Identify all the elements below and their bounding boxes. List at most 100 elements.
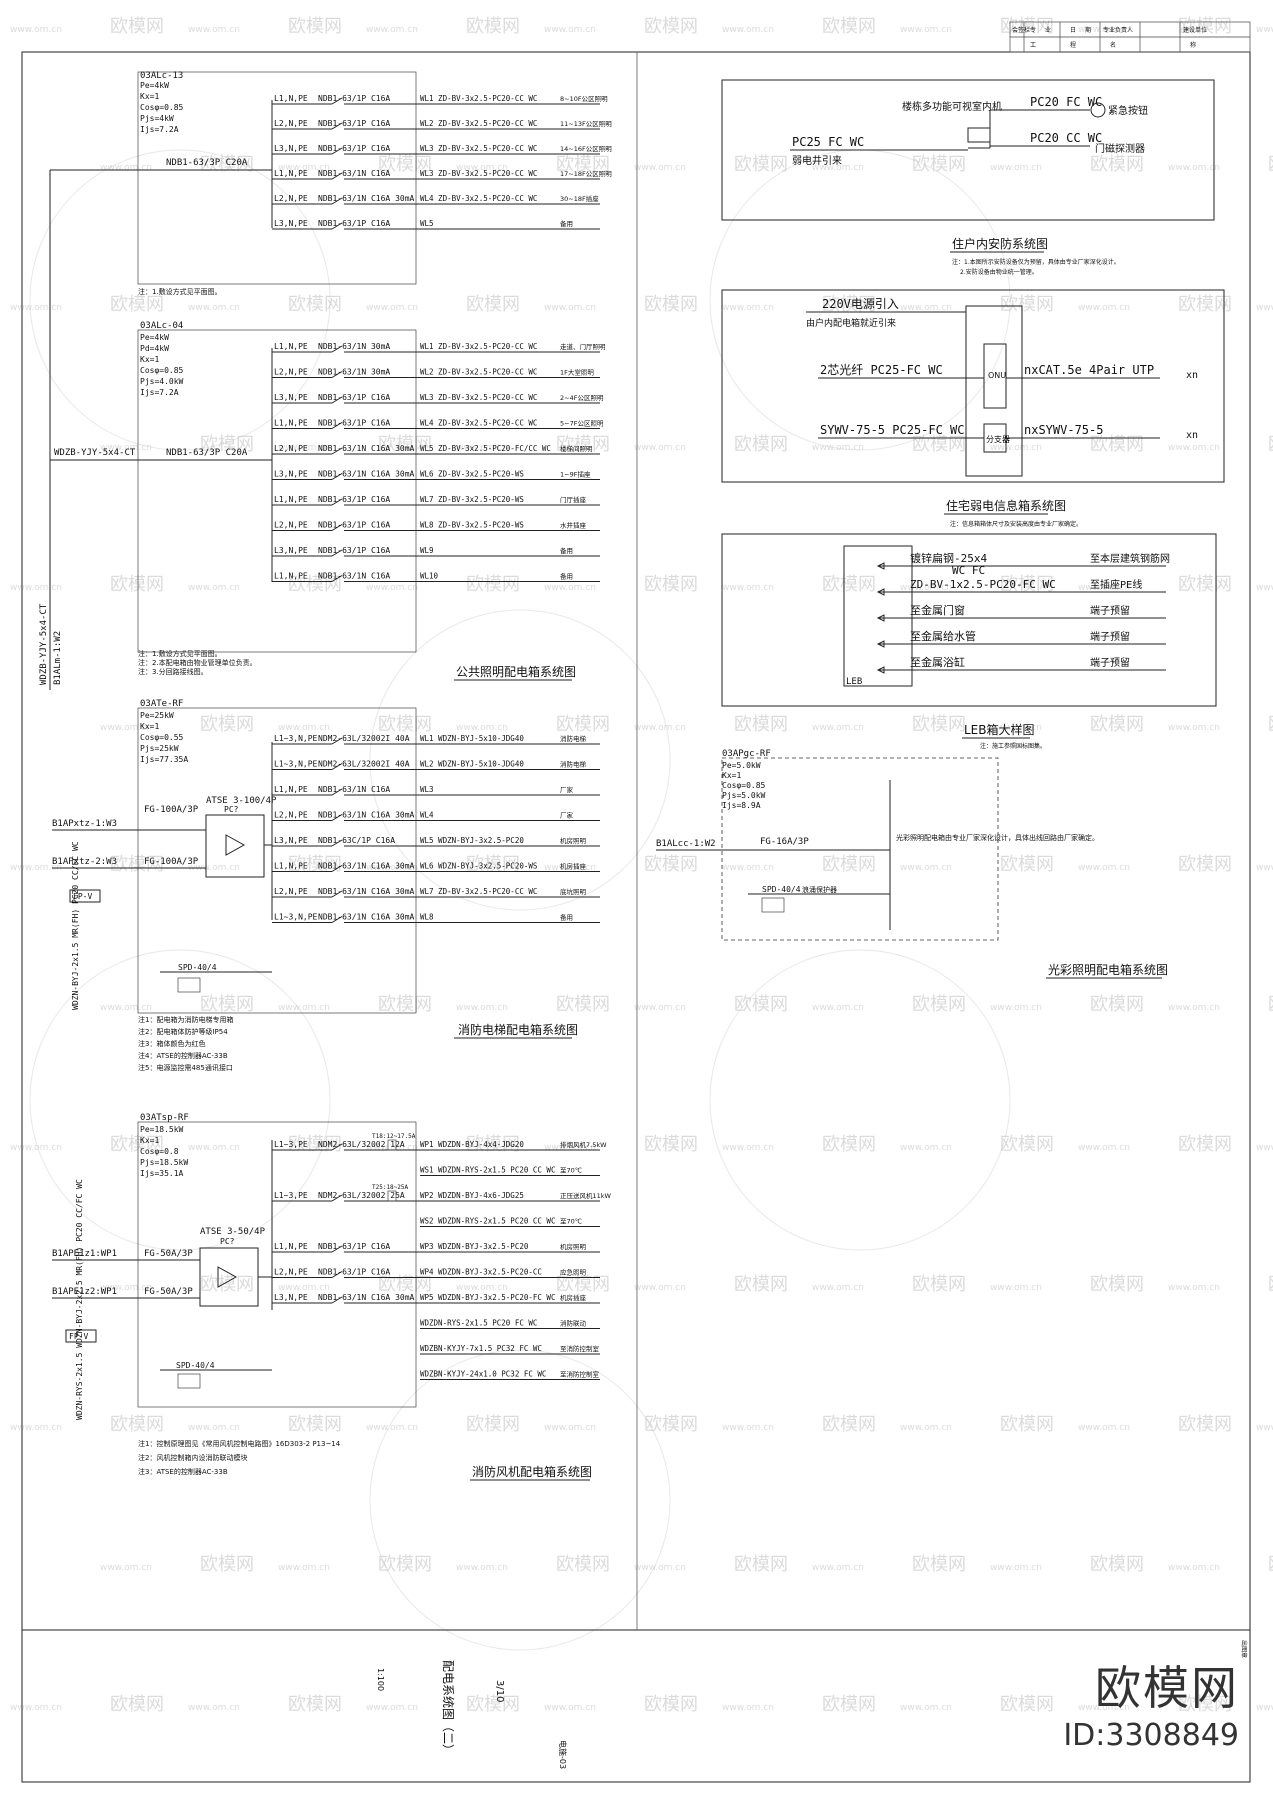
circuit-load: 17~18F公区照明 xyxy=(560,170,612,178)
panel-note: 注：3.分回路接线图。 xyxy=(138,667,208,676)
breaker-symbol xyxy=(331,371,343,378)
watermark-url: www.om.cn xyxy=(100,443,152,453)
circuit-feeder: WL7 ZD-BV-3x2.5-PC20-WS xyxy=(420,495,524,504)
circuit-breaker: NDB1-63/1N C16A xyxy=(318,572,390,581)
panel-param: Pjs=4.0kW xyxy=(140,377,184,386)
breaker-symbol xyxy=(331,197,343,205)
circuit-feeder: WP2 WDZDN-BYJ-4x6-JDG25 xyxy=(420,1191,524,1200)
circuit-phase: L2,N,PE xyxy=(274,368,308,377)
circuit-load: 消防电梯 xyxy=(560,734,587,743)
watermark-url: www.om.cn xyxy=(10,303,62,313)
cable-in: PC25 FC WC xyxy=(792,135,864,149)
watermark-text: 欧模网 xyxy=(1090,714,1144,735)
breaker-symbol xyxy=(331,763,343,770)
circuit-feeder: WL5 xyxy=(420,219,434,228)
watermark-url: www.om.cn xyxy=(188,1143,240,1153)
circuit-breaker: NDB1-63/1P C16A xyxy=(318,546,390,555)
watermark-url: www.om.cn xyxy=(1078,863,1130,873)
panel-note: 注1：配电箱为消防电梯专用箱 xyxy=(138,1015,233,1024)
panel-note: 注：2.本配电箱由物业管理单位负责。 xyxy=(138,658,257,667)
watermark-text: 欧模网 xyxy=(200,994,254,1015)
watermark-text: 欧模网 xyxy=(378,434,432,455)
watermark-text: 欧模网 xyxy=(1178,1694,1232,1715)
circuit-contactor: T25:18~25A xyxy=(372,1184,409,1191)
breaker-symbol xyxy=(331,122,343,130)
watermark-url: www.om.cn xyxy=(634,1003,686,1013)
line1-cable: 2芯光纤 PC25-FC WC xyxy=(820,363,943,377)
watermark-url: www.om.cn xyxy=(544,863,596,873)
watermark-url: www.om.cn xyxy=(278,1283,330,1293)
watermark-text: 欧模网 xyxy=(1178,294,1232,315)
out2-note: 门磁探测器 xyxy=(1095,142,1145,155)
panel-param: Kx=1 xyxy=(140,722,159,731)
circuit-load: 正压送风机11kW xyxy=(560,1191,612,1200)
watermark-url: www.om.cn xyxy=(100,1283,152,1293)
circuit-phase: L2,N,PE xyxy=(274,887,308,896)
watermark-text: 欧模网 xyxy=(734,994,788,1015)
circuit-breaker: NDM2-63L/32002I 40A xyxy=(318,734,410,743)
circuit-breaker: NDB1-63/1P C16A xyxy=(318,144,390,153)
leb-left: 镀锌扁钢-25x4 xyxy=(910,551,987,565)
watermark-text: 欧模网 xyxy=(378,994,432,1015)
drawing-title: 配电系统图（二） xyxy=(441,1660,455,1756)
input2-breaker: FG-100A/3P xyxy=(144,857,199,867)
breaker-symbol xyxy=(331,473,343,480)
circuit-feeder: WP4 WDZDN-BYJ-3x2.5-PC20-CC xyxy=(420,1268,542,1277)
tb-cell: 程 xyxy=(1070,41,1076,49)
watermark-url: www.om.cn xyxy=(1256,25,1273,35)
circuit-phase: L1~3,N,PE xyxy=(274,913,318,922)
circuit-feeder: WL4 ZD-BV-3x2.5-PC20-CC WC xyxy=(420,419,537,428)
circuit-breaker: NDM2-63L/32002 12A xyxy=(318,1140,405,1149)
line2-cable: SYWV-75-5 PC25-FC WC xyxy=(820,423,965,437)
watermark-text: 欧模网 xyxy=(644,16,698,37)
watermark-text: 欧模网 xyxy=(110,574,164,595)
leb-left: ZD-BV-1x2.5-PC20-FC WC xyxy=(910,578,1056,591)
watermark-text: 欧模网 xyxy=(466,16,520,37)
out1-note: 紧急按钮 xyxy=(1108,104,1148,117)
input1-breaker: FG-100A/3P xyxy=(144,805,199,815)
panel-param: Cosφ=0.55 xyxy=(140,733,184,742)
circuit-phase: L3,N,PE xyxy=(274,470,308,479)
watermark-text: 欧模网 xyxy=(1178,1414,1232,1435)
watermark-url: www.om.cn xyxy=(100,723,152,733)
circuit-feeder: WL5 WDZN-BYJ-3x2.5-PC20 xyxy=(420,836,524,845)
watermark-text: 欧模网 xyxy=(912,994,966,1015)
circuit-load: 应急照明 xyxy=(560,1268,587,1277)
circuit-feeder: WDZBN-KYJY-24x1.0 PC32 FC WC xyxy=(420,1370,546,1379)
watermark-text: 欧模网 xyxy=(1000,1134,1054,1155)
sheet-number: 3/10 xyxy=(494,1680,505,1702)
watermark-url: www.om.cn xyxy=(456,163,508,173)
panel-03atsprf: 03ATsp-RF Pe=18.5kWKx=1Cosφ=0.8Pjs=18.5k… xyxy=(52,1113,612,1481)
panel-box xyxy=(137,707,417,1014)
leb-row: 至金属给水管端子预留 xyxy=(876,629,1166,648)
watermark-url: www.om.cn xyxy=(188,25,240,35)
security-box xyxy=(721,79,1215,221)
arrow-icon xyxy=(876,562,885,570)
watermark-text: 欧模网 xyxy=(1268,714,1273,735)
circuit-phase: L1,N,PE xyxy=(274,169,308,178)
panel-caption: 消防风机配电箱系统图 xyxy=(472,1464,592,1479)
arrow-icon xyxy=(876,640,885,648)
watermark-url: www.om.cn xyxy=(366,25,418,35)
watermark-text: 欧模网 xyxy=(1090,994,1144,1015)
watermark-text: 欧模网 xyxy=(1000,16,1054,37)
circuit-load: 消防电梯 xyxy=(560,760,587,769)
watermark-text: 欧模网 xyxy=(1178,574,1232,595)
breaker-symbol xyxy=(331,839,343,847)
panel-param: Kx=1 xyxy=(722,771,741,780)
circuit-load: 至消防控制室 xyxy=(560,1344,600,1353)
circuit-load: 排烟风机7.5kW xyxy=(560,1140,607,1149)
watermark-text: 欧模网 xyxy=(200,1554,254,1575)
watermark-text: 欧模网 xyxy=(912,1554,966,1575)
circuit-phase: L1,N,PE xyxy=(274,785,308,794)
watermark-url: www.om.cn xyxy=(722,1423,774,1433)
circuit-phase: L1,N,PE xyxy=(274,495,308,504)
ats-class: PC? xyxy=(224,805,239,814)
watermark-text: 欧模网 xyxy=(556,1274,610,1295)
watermark-url: www.om.cn xyxy=(990,163,1042,173)
